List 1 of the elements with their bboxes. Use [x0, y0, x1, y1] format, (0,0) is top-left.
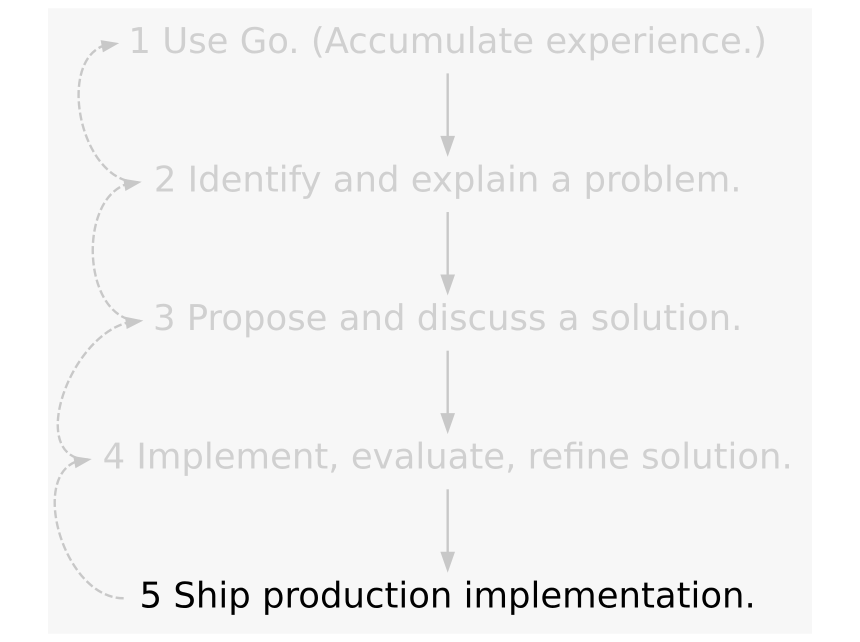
node-text: 5 Ship production implementation.: [140, 575, 756, 616]
